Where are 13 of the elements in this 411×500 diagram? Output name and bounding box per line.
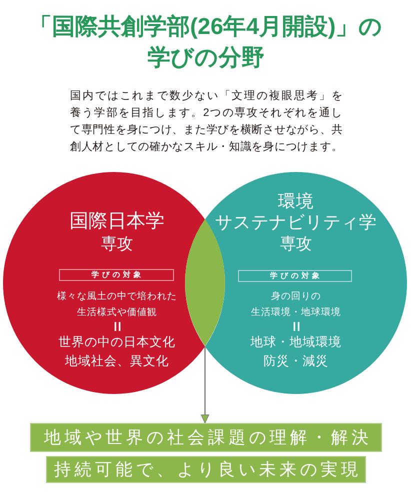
summary-text: 地球・地域環境防災・減災 xyxy=(250,334,342,370)
title: 「国際共創学部(26年4月開設)」の学びの分野 xyxy=(29,12,383,72)
circle-subheading: 専攻 xyxy=(280,235,312,255)
outcome-banner: 地域や世界の社会課題の理解・解決 xyxy=(30,423,382,452)
circle-subheading: 専攻 xyxy=(101,235,133,255)
circle-heading: 環境サステナビリティ学 xyxy=(215,191,377,233)
description-text: 様々な風土の中で培われた生活様式や価値観 xyxy=(57,290,177,320)
intro-paragraph: 国内ではこれまで数少ない「文理の複眼思考」を養う学部を目指します。2つの専攻それぞれを通して専門性を身につけ、また学びを横断させながら、共創人材としての確かなスキル・知識を身につけます。 xyxy=(70,88,342,154)
circle-heading: 国際日本学 xyxy=(70,211,164,233)
outcome-banner: 持続可能で、より良い未来の実現 xyxy=(46,456,366,483)
arrow xyxy=(200,346,210,424)
summary-text: 世界の中の日本文化地域社会、異文化 xyxy=(58,334,176,370)
description-text: 身の回りの生活環境・地球環境 xyxy=(251,290,341,320)
